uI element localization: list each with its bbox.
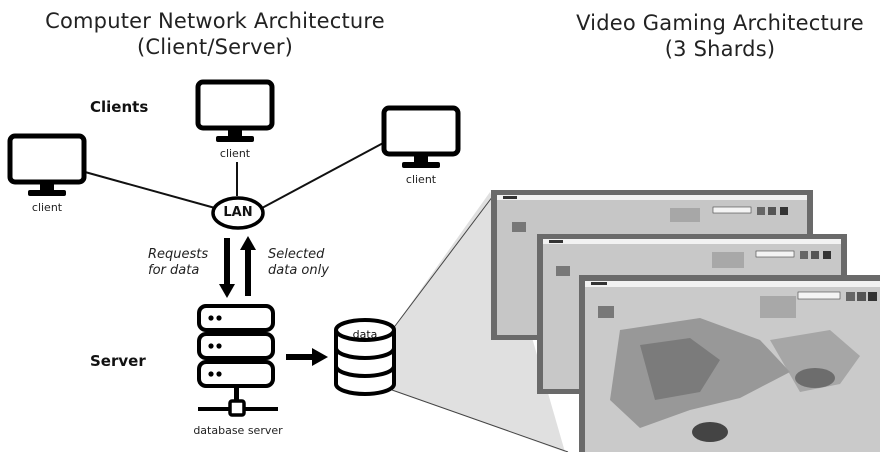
selected-label: Selected data only <box>268 247 329 279</box>
monitor-icon <box>381 105 461 168</box>
lan-node <box>211 196 265 230</box>
server-icon <box>197 304 278 417</box>
monitor-icon <box>7 133 87 196</box>
right-title: Video Gaming Architecture (3 Shards) <box>560 10 880 62</box>
clients-heading: Clients <box>90 98 149 116</box>
right-title-line1: Video Gaming Architecture <box>576 11 864 35</box>
link-right <box>261 141 386 209</box>
left-title: Computer Network Architecture (Client/Se… <box>40 8 390 60</box>
data-label: data <box>352 328 378 341</box>
request-arrow <box>219 238 235 298</box>
response-arrow <box>240 236 256 296</box>
projection-shade <box>392 192 565 452</box>
requests-label: Requests for data <box>148 247 208 279</box>
selected-line2: data only <box>268 263 329 278</box>
left-title-line1: Computer Network Architecture <box>45 9 385 33</box>
lan-label: LAN <box>223 205 253 220</box>
requests-line1: Requests <box>148 247 209 262</box>
server-heading: Server <box>90 352 146 370</box>
selected-line1: Selected <box>268 247 325 262</box>
shard-screen-3 <box>579 275 880 452</box>
right-title-line2: (3 Shards) <box>664 37 776 61</box>
database-icon <box>334 318 396 396</box>
client-left-label: client <box>31 201 63 214</box>
requests-line2: for data <box>148 263 200 278</box>
monitor-icon <box>195 79 275 142</box>
client-right-label: client <box>405 173 437 186</box>
link-left <box>84 171 216 209</box>
server-to-data-arrow <box>286 348 328 366</box>
database-server-label: database server <box>193 424 283 437</box>
client-top-label: client <box>219 147 251 160</box>
left-title-line2: (Client/Server) <box>136 35 294 59</box>
